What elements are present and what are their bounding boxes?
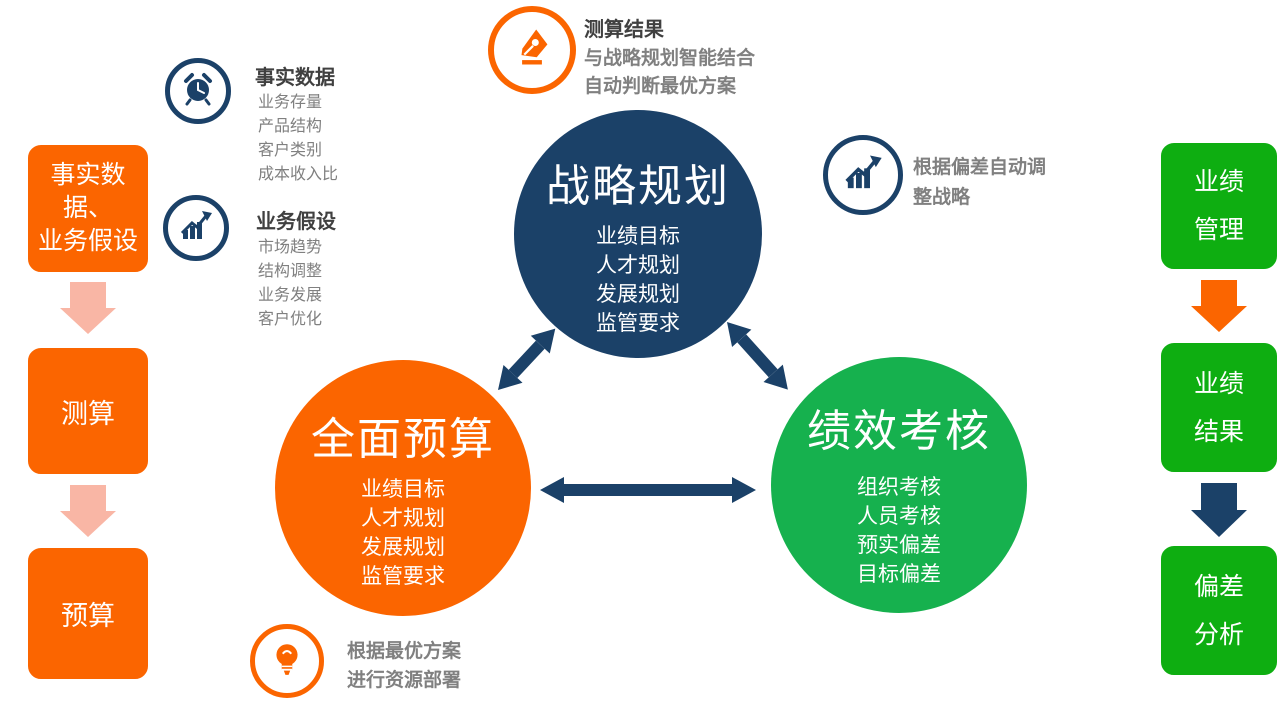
performance-item: 预实偏差 (857, 534, 941, 557)
alarm-clock-icon (180, 71, 216, 112)
left-box2-label: 测算 (61, 398, 115, 429)
deploy-line2: 进行资源部署 (347, 670, 462, 691)
right-box3-line1: 偏差 (1193, 572, 1244, 601)
right-box2-line1: 业绩 (1193, 369, 1244, 398)
assumption-item: 客户优化 (258, 311, 323, 328)
arrow-budget-performance (540, 477, 756, 503)
assumption-items: 市场趋势 结构调整 业务发展 客户优化 (258, 236, 322, 332)
budget-item: 发展规划 (361, 536, 445, 559)
down-arrow-pink-2 (60, 485, 116, 537)
growth-chart-icon (842, 152, 884, 199)
assumption-item: 结构调整 (258, 263, 323, 280)
budget-item: 监管要求 (361, 565, 445, 588)
circle-comprehensive-budget: 全面预算 业绩目标 人才规划 发展规划 监管要求 (275, 360, 531, 616)
strategy-item: 人才规划 (596, 254, 680, 277)
fact-data-item: 业务存量 (258, 94, 323, 111)
right-box2-line2: 结果 (1193, 417, 1244, 446)
left-flow-box-fact-data: 事实数据、 业务假设 (25, 142, 151, 275)
fact-data-item: 成本收入比 (258, 166, 339, 183)
circle-performance-assessment: 绩效考核 组织考核 人员考核 预实偏差 目标偏差 (771, 357, 1027, 613)
performance-item: 组织考核 (857, 476, 941, 499)
right-flow-box-performance-result: 业绩 结果 (1158, 340, 1280, 475)
assumption-title: 业务假设 (256, 211, 336, 233)
calc-result-title: 测算结果 (584, 19, 664, 41)
right-flow-box-performance-mgmt: 业绩 管理 (1158, 140, 1280, 272)
left-flow-box-calc: 测算 (25, 345, 151, 477)
arrowhead (540, 477, 564, 503)
arrow-shaft (737, 334, 778, 378)
calc-result-line1: 与战略规划智能结合 (584, 48, 756, 69)
adjust-icon-ring (823, 135, 903, 215)
strategy-item: 监管要求 (596, 312, 680, 335)
left-box1-line1: 事实数据、 (50, 161, 126, 222)
fact-data-item: 产品结构 (258, 118, 323, 135)
fact-data-icon-ring (165, 58, 231, 124)
performance-assessment-title: 绩效考核 (807, 407, 991, 456)
assumption-icon-ring (163, 195, 229, 261)
down-arrow-navy (1191, 483, 1247, 537)
down-arrow-pink-1 (60, 282, 116, 334)
circle-strategic-planning: 战略规划 业绩目标 人才规划 发展规划 监管要求 (514, 110, 762, 358)
strategy-item: 业绩目标 (596, 225, 680, 248)
adjust-line2: 整战略 (913, 187, 971, 208)
right-box1-line1: 业绩 (1193, 168, 1244, 196)
strategy-item: 发展规划 (596, 283, 680, 306)
right-flow-box-deviation-analysis: 偏差 分析 (1158, 543, 1280, 678)
right-box3-line2: 分析 (1193, 620, 1244, 649)
down-arrow-orange (1191, 280, 1247, 332)
arrow-shaft (564, 484, 732, 496)
deploy-line1: 根据最优方案 (347, 641, 462, 662)
assumption-item: 市场趋势 (258, 239, 323, 256)
left-box1-line2: 业务假设 (37, 227, 138, 255)
fact-data-title: 事实数据 (255, 67, 335, 89)
performance-assessment-items: 组织考核 人员考核 预实偏差 目标偏差 (771, 473, 1027, 589)
left-box3-label: 预算 (61, 601, 115, 631)
left-flow-box-budget: 预算 (25, 545, 151, 682)
budget-item: 业绩目标 (361, 478, 445, 501)
assumption-item: 业务发展 (258, 287, 323, 304)
fact-data-items: 业务存量 产品结构 客户类别 成本收入比 (258, 91, 338, 187)
arrowhead (732, 477, 756, 503)
adjust-line1: 根据偏差自动调 (913, 157, 1047, 178)
performance-item: 人员考核 (857, 505, 941, 528)
calc-result-line2: 自动判断最优方案 (584, 76, 737, 97)
comprehensive-budget-items: 业绩目标 人才规划 发展规划 监管要求 (275, 475, 531, 591)
calc-result-icon-ring (488, 6, 576, 94)
strategic-planning-title: 战略规划 (546, 162, 730, 211)
budget-item: 人才规划 (361, 507, 445, 530)
strategic-planning-items: 业绩目标 人才规划 发展规划 监管要求 (514, 222, 762, 338)
deploy-icon-ring (250, 624, 324, 698)
growth-chart-icon (178, 208, 214, 249)
lightbulb-icon (268, 640, 306, 683)
comprehensive-budget-title: 全面预算 (311, 415, 495, 464)
right-box1-line2: 管理 (1193, 216, 1244, 244)
pen-icon (510, 26, 554, 75)
arrow-shaft (508, 340, 545, 379)
fact-data-item: 客户类别 (258, 142, 323, 159)
performance-item: 目标偏差 (857, 563, 941, 586)
